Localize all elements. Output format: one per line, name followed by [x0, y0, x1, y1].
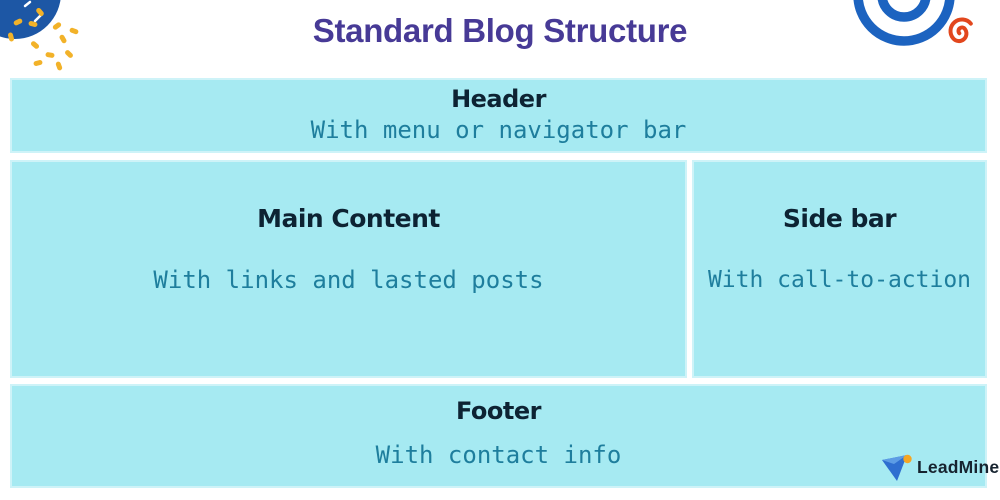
- block-footer-heading: Footer: [456, 397, 541, 425]
- block-sidebar-heading: Side bar: [782, 204, 897, 233]
- leadmine-triangle-icon: [882, 454, 912, 481]
- block-header-heading: Header: [451, 85, 546, 113]
- diagram-block-footer: Footer With contact info: [10, 384, 987, 488]
- block-footer-subtitle: With contact info: [375, 441, 622, 469]
- page-title: Standard Blog Structure: [312, 12, 688, 49]
- diagram-block-sidebar: Side bar With call-to-action: [692, 160, 987, 378]
- leadmine-logo: LeadMine: [880, 450, 999, 484]
- block-sidebar-subtitle: With call-to-action: [707, 267, 972, 293]
- block-main-subtitle: With links and lasted posts: [153, 266, 544, 294]
- block-main-heading: Main Content: [257, 204, 440, 233]
- block-header-subtitle: With menu or navigator bar: [310, 116, 687, 144]
- diagram-block-main-content: Main Content With links and lasted posts: [10, 160, 687, 378]
- leadmine-logo-text: LeadMine: [917, 456, 1000, 477]
- diagram-block-header: Header With menu or navigator bar: [10, 78, 987, 153]
